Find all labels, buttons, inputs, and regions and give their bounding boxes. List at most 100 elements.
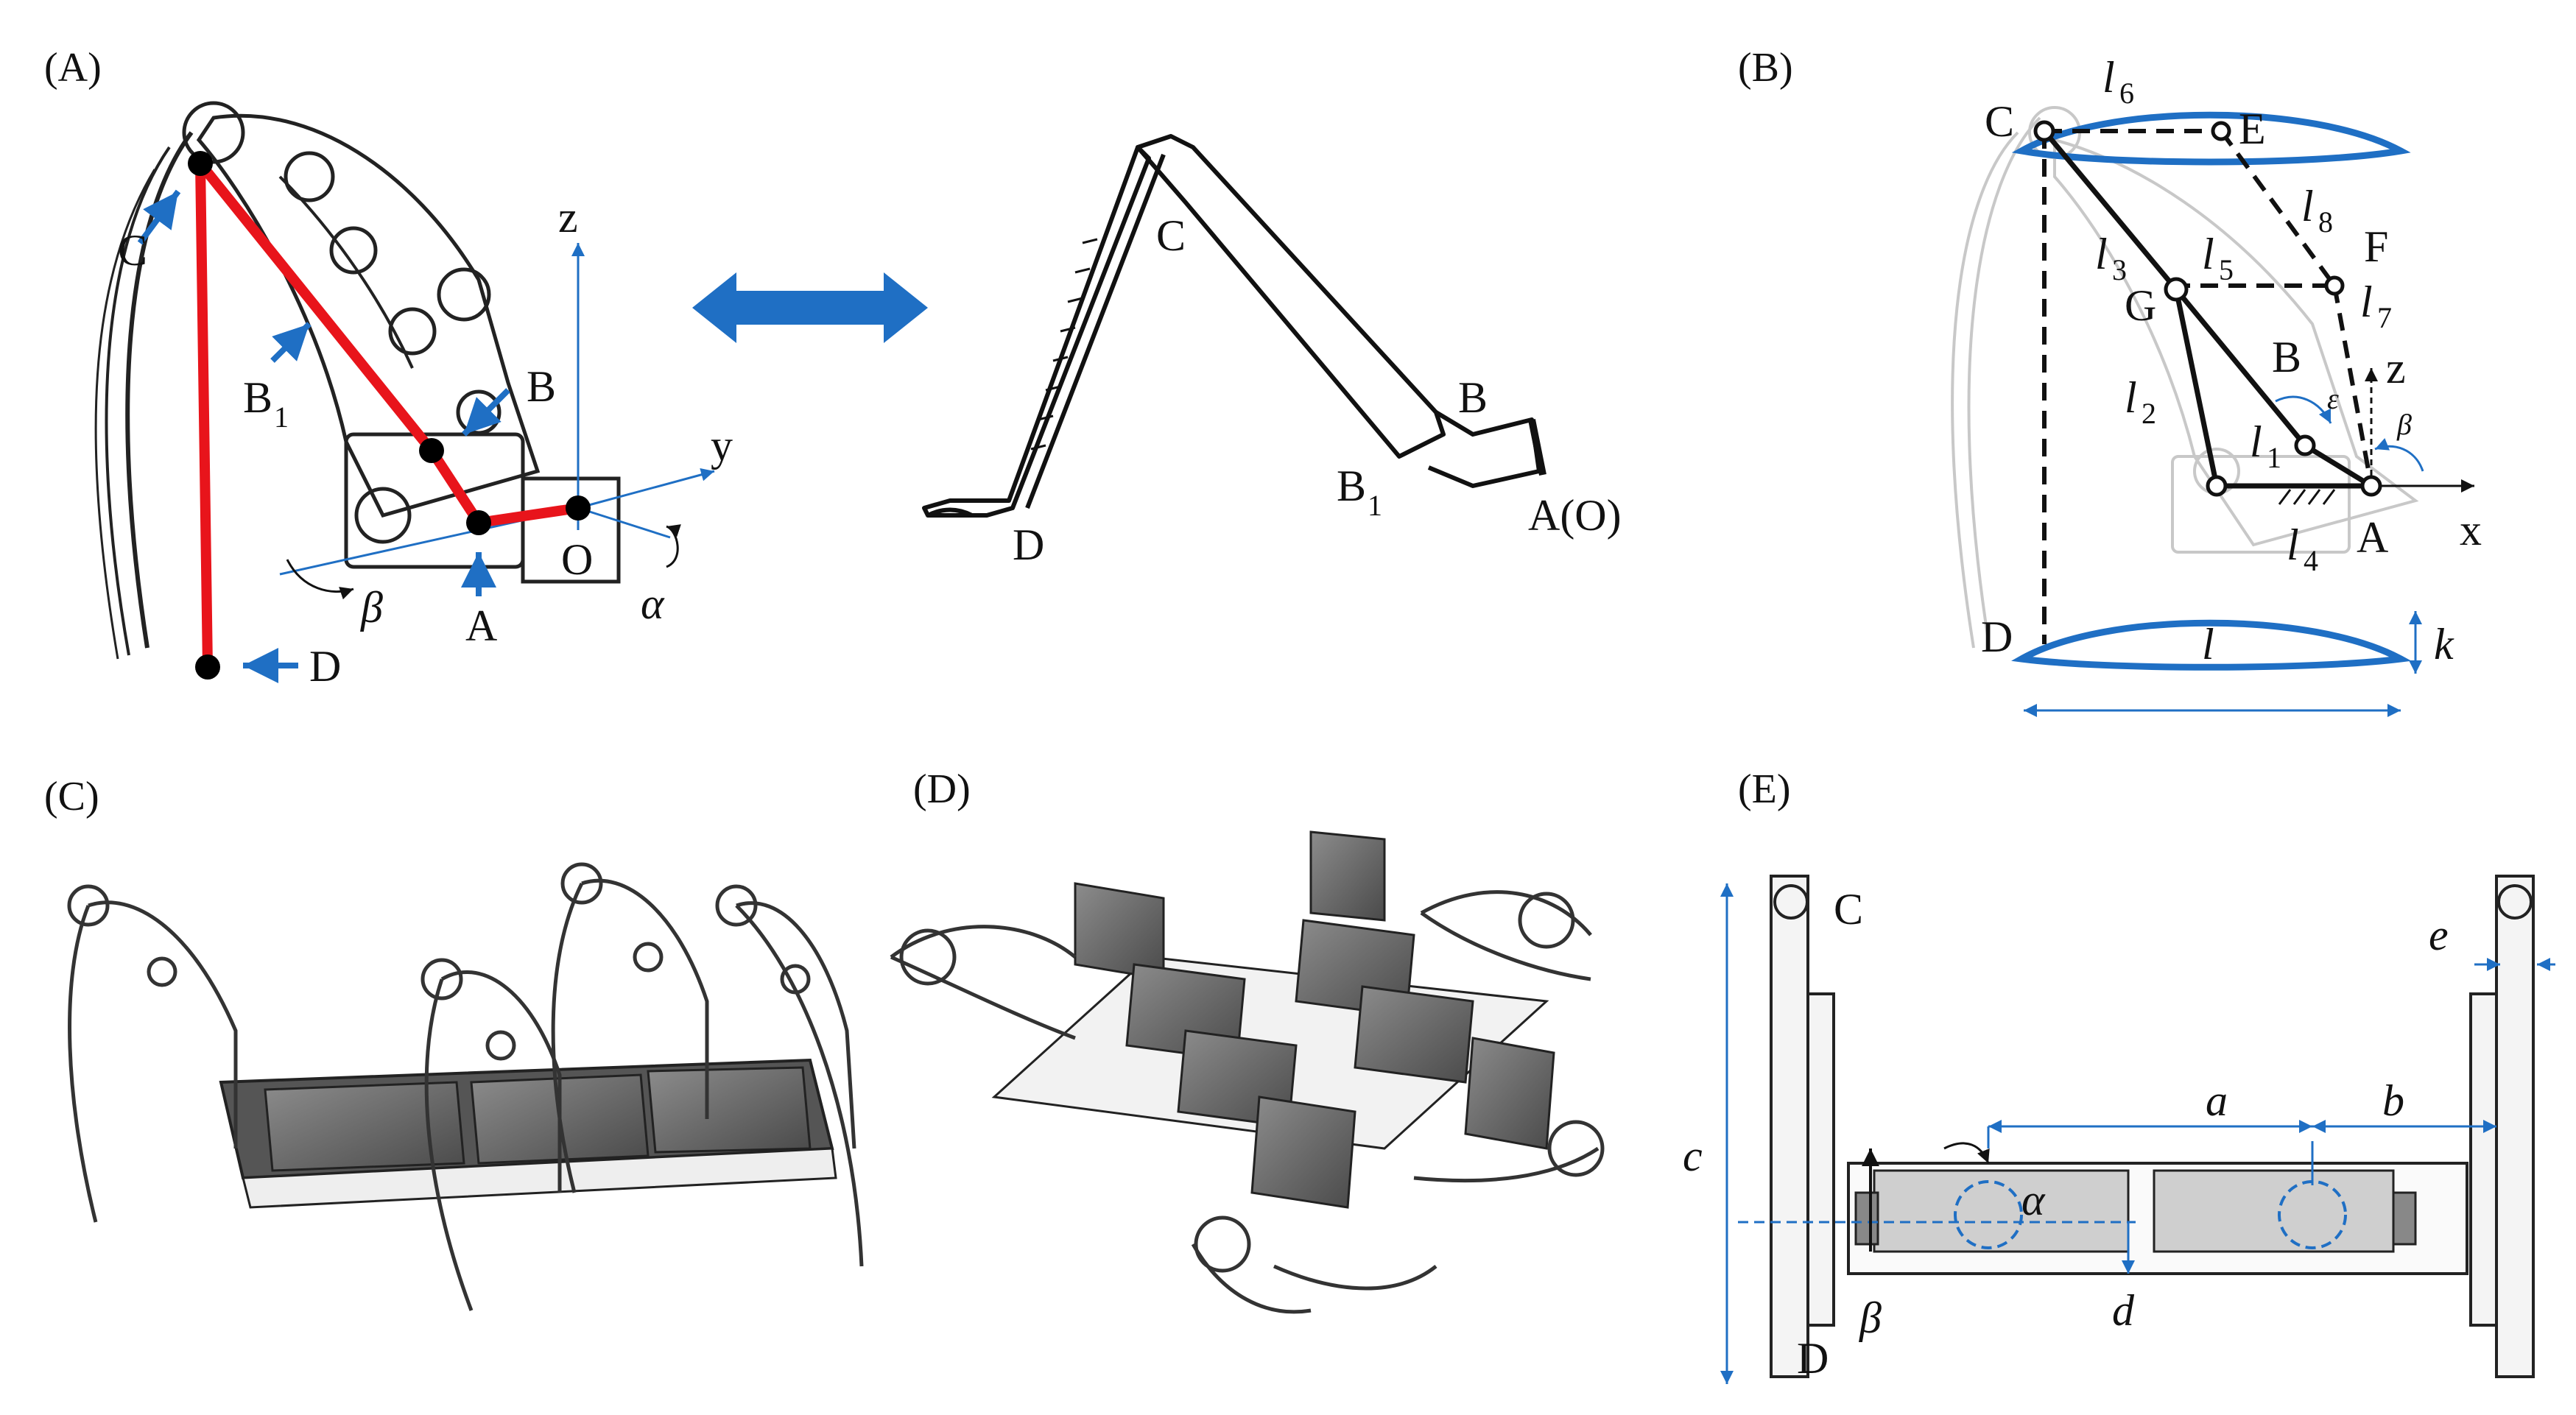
- analogy-b1-subscript: 1: [1368, 489, 1382, 522]
- joint-o: [566, 495, 591, 521]
- joint-b-g: [2164, 277, 2189, 302]
- panel-b: (B): [1738, 45, 2482, 717]
- beta-label-e: β: [1859, 1294, 1882, 1342]
- panel-e-dimensions: [1720, 883, 2555, 1384]
- panel-b-ghost-leg: [1951, 106, 2419, 649]
- panel-c-legs: [67, 862, 864, 1311]
- panel-c-label: (C): [44, 774, 99, 819]
- link-l6-label: l: [2102, 53, 2115, 102]
- epsilon-arc: [2275, 395, 2332, 424]
- panel-a-label: (A): [44, 45, 102, 91]
- link-l1-sub: 1: [2267, 441, 2281, 474]
- link-l1-label: l: [2250, 417, 2262, 466]
- panel-b-solid-links: [2042, 129, 2373, 489]
- beta-label-a: β: [360, 583, 383, 632]
- point-b-label: B: [527, 362, 556, 411]
- panel-b-axes: [2365, 368, 2474, 493]
- panel-e-body: [1847, 1162, 2468, 1275]
- link-l5-sub: 5: [2219, 253, 2234, 286]
- alpha-label-e: α: [2021, 1176, 2046, 1224]
- b-point-g-label: G: [2125, 281, 2156, 330]
- panel-d-legs: [890, 890, 1605, 1314]
- dim-a-label: a: [2206, 1076, 2228, 1125]
- animal-leg-sketch: [922, 134, 1546, 518]
- joint-b-a: [2360, 475, 2382, 497]
- analogy-c-label: C: [1156, 211, 1186, 260]
- panel-b-joints: [2033, 120, 2382, 497]
- link-l2-label: l: [2125, 373, 2137, 422]
- joint-c: [188, 151, 213, 176]
- beta-label-b: β: [2396, 408, 2412, 441]
- joint-b-c: [2033, 120, 2055, 142]
- joint-b-f: [2324, 275, 2345, 296]
- panel-a-joints: [188, 151, 591, 680]
- point-c-label: C: [118, 226, 147, 275]
- alpha-arrow-e: [1943, 1142, 1990, 1164]
- dim-e-label: e: [2429, 911, 2449, 959]
- e-point-c-label: C: [1834, 885, 1863, 934]
- joint-b-b: [2294, 434, 2316, 456]
- analogy-b-label: B: [1458, 373, 1488, 422]
- panel-d: (D): [890, 766, 1605, 1314]
- panel-d-label: (D): [913, 766, 971, 812]
- panel-e-label: (E): [1738, 766, 1791, 812]
- joint-b-l4: [2206, 475, 2228, 497]
- dim-c-label: c: [1683, 1132, 1703, 1180]
- analogy-d-label: D: [1013, 521, 1044, 569]
- b-point-e-label: E: [2239, 105, 2266, 153]
- joint-a: [466, 510, 491, 535]
- analogy-b1-label: B: [1337, 462, 1366, 510]
- analogy-double-arrow: [692, 272, 928, 343]
- panel-a-pointers: [137, 189, 510, 683]
- panel-c: (C): [44, 774, 864, 1311]
- b-point-c-label: C: [1985, 97, 2014, 146]
- link-l6-sub: 6: [2119, 77, 2134, 110]
- link-l2-sub: 2: [2142, 397, 2156, 430]
- b-point-f-label: F: [2364, 222, 2388, 271]
- alpha-arrow-a: [666, 524, 681, 568]
- link-l8-label: l: [2301, 182, 2314, 230]
- alpha-label-a: α: [641, 579, 665, 628]
- link-l3-label: l: [2095, 230, 2108, 278]
- height-k-label: k: [2434, 620, 2454, 668]
- link-l4-label: l: [2287, 521, 2299, 569]
- link-l5-label: l: [2202, 230, 2214, 278]
- link-l4-sub: 4: [2304, 544, 2318, 577]
- point-d-label: D: [309, 642, 341, 691]
- link-l8-sub: 8: [2318, 205, 2333, 239]
- length-l-label: l: [2202, 620, 2214, 668]
- axis-z-label: z: [558, 193, 578, 241]
- joint-b: [419, 438, 444, 463]
- b-point-a-label: A: [2357, 513, 2388, 562]
- b-point-b-label: B: [2272, 333, 2301, 381]
- b-axis-z-label: z: [2386, 344, 2406, 392]
- link-l7-label: l: [2360, 278, 2373, 326]
- joint-d: [195, 654, 220, 680]
- panel-d-robot-body: [991, 830, 1555, 1209]
- b-point-d-label: D: [1981, 613, 2013, 661]
- analogy-ao-label: A(O): [1528, 491, 1622, 540]
- panel-b-dashed-links: [2042, 129, 2373, 644]
- axis-y-label: y: [711, 421, 733, 470]
- panel-c-robot-body: [219, 1058, 837, 1209]
- e-point-d-label: D: [1797, 1334, 1829, 1383]
- beta-arrow-a: [286, 559, 354, 600]
- beta-arc-b: [2374, 437, 2424, 472]
- dim-b-label: b: [2382, 1076, 2404, 1125]
- panel-b-dimension-arrows: [2024, 611, 2422, 717]
- point-a-label: A: [465, 601, 497, 650]
- panel-e: (E): [1683, 766, 2555, 1384]
- point-o-label: O: [561, 535, 593, 584]
- link-l7-sub: 7: [2377, 301, 2392, 334]
- panel-a: (A) z y: [44, 45, 1622, 691]
- panel-b-label: (B): [1738, 45, 1793, 91]
- animal-leg-hair: [1030, 238, 1098, 451]
- panel-e-side-plates: [1770, 875, 2535, 1378]
- dim-d-label: d: [2112, 1286, 2135, 1335]
- joint-b-e: [2211, 121, 2231, 141]
- b-axis-x-label: x: [2460, 506, 2482, 554]
- epsilon-label: ε: [2327, 382, 2339, 415]
- panel-a-linkage: [195, 158, 583, 672]
